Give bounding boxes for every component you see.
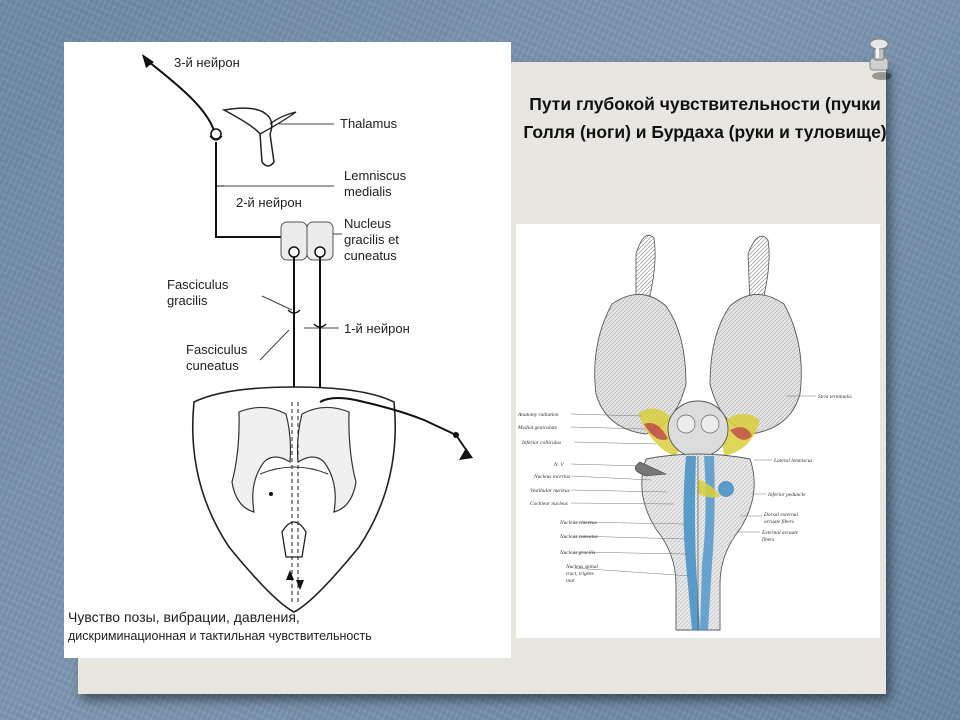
label-nucleus-1: Nucleus [344,216,391,231]
brainstem-label-left-10: Nucleus spinal [565,564,598,570]
label-thalamus: Thalamus [340,116,398,131]
brainstem-label-left-6: Cochlear nucleus [530,501,568,507]
brainstem-label-left-12: inal [566,578,575,584]
brainstem-label-left-0: Anatomy radiation [517,412,559,418]
brainstem-label-left-2: Inferior colliculus [521,439,561,446]
brainstem-label-left-5: Vestibular nucleus [530,488,570,494]
label-nucleus-2: gracilis et [344,232,399,247]
brainstem-label-right-0: Stria terminalis [818,394,852,400]
label-neuron1: 1-й нейрон [344,321,410,336]
brainstem-label-left-1: Medial geniculate [517,425,558,431]
label-fasc-gracilis-2: gracilis [167,293,208,308]
brainstem-label-left-8: Nucleus cuneatus [559,534,598,540]
brainstem-label-left-11: tract, trigem- [566,571,595,577]
label-neuron2: 2-й нейрон [236,195,302,210]
brainstem-label-right-3: Dorsal external [763,512,798,518]
label-nucleus-3: cuneatus [344,248,397,263]
brainstem-label-left-7: Nucleus cinereus [559,520,597,526]
caption-line-1: Чувство позы, вибрации, давления, [68,609,300,625]
label-fasc-cuneatus-2: cuneatus [186,358,239,373]
pushpin-icon [869,38,892,80]
label-fasc-gracilis-1: Fasciculus [167,277,229,292]
brainstem-label-right-4: arcuate fibers [764,518,794,525]
brainstem-label-left-9: Nucleus gracilis [559,550,595,556]
brainstem-label-left-4: Nucleus incertus [533,474,570,480]
brainstem-label-right-5: External arcuate [761,530,799,536]
label-lemniscus-1: Lemniscus [344,168,407,183]
brainstem-label-right-2: Inferior peduncle [767,491,806,498]
slide-title: Пути глубокой чувствительности (пучки Го… [523,94,887,142]
caption-line-2: дискриминационная и тактильная чувствите… [68,629,372,643]
label-fasc-cuneatus-1: Fasciculus [186,342,248,357]
brainstem-label-left-3: N. V [553,462,564,468]
brainstem-label-right-1: Lateral lemniscus [773,458,812,464]
sensory-pathway-diagram: 3-й нейрон Thalamus Lemniscus medialis 2… [64,42,511,658]
brainstem-label-right-6: fibers [762,536,774,543]
label-lemniscus-2: medialis [344,184,392,199]
brainstem-illustration: Anatomy radiation Medial geniculate Infe… [516,224,880,638]
label-neuron3: 3-й нейрон [174,55,240,70]
